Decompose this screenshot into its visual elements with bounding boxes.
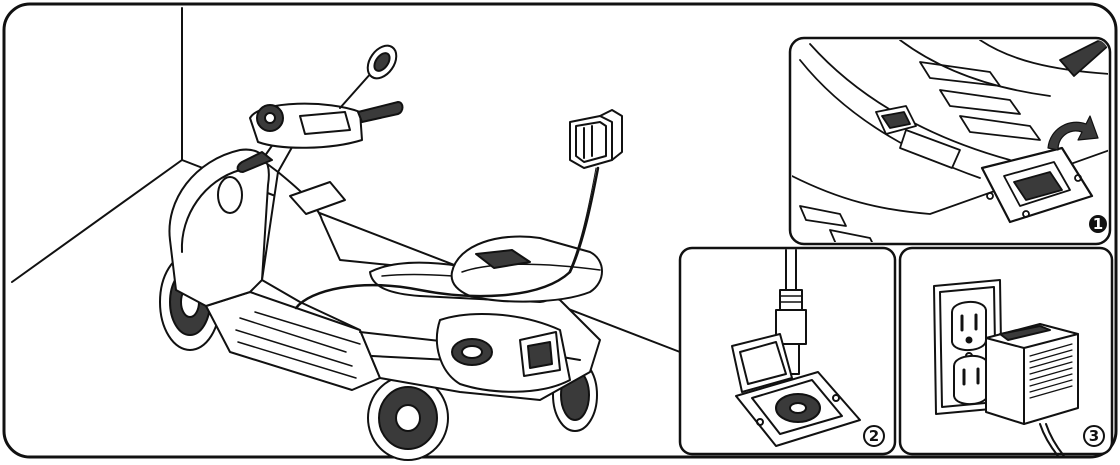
inset-step-2: 2 — [680, 248, 895, 454]
step-number-1-badge: 1 — [1089, 215, 1107, 233]
step-number-2: 2 — [869, 427, 879, 445]
inset-step-3: 3 — [900, 248, 1112, 456]
step-number-3-badge: 3 — [1084, 426, 1104, 446]
inset-step-1: 1 — [790, 38, 1110, 250]
step-number-2-badge: 2 — [864, 426, 884, 446]
headlight — [218, 177, 242, 213]
step-number-1: 1 — [1093, 215, 1103, 233]
step-number-3: 3 — [1089, 427, 1099, 445]
